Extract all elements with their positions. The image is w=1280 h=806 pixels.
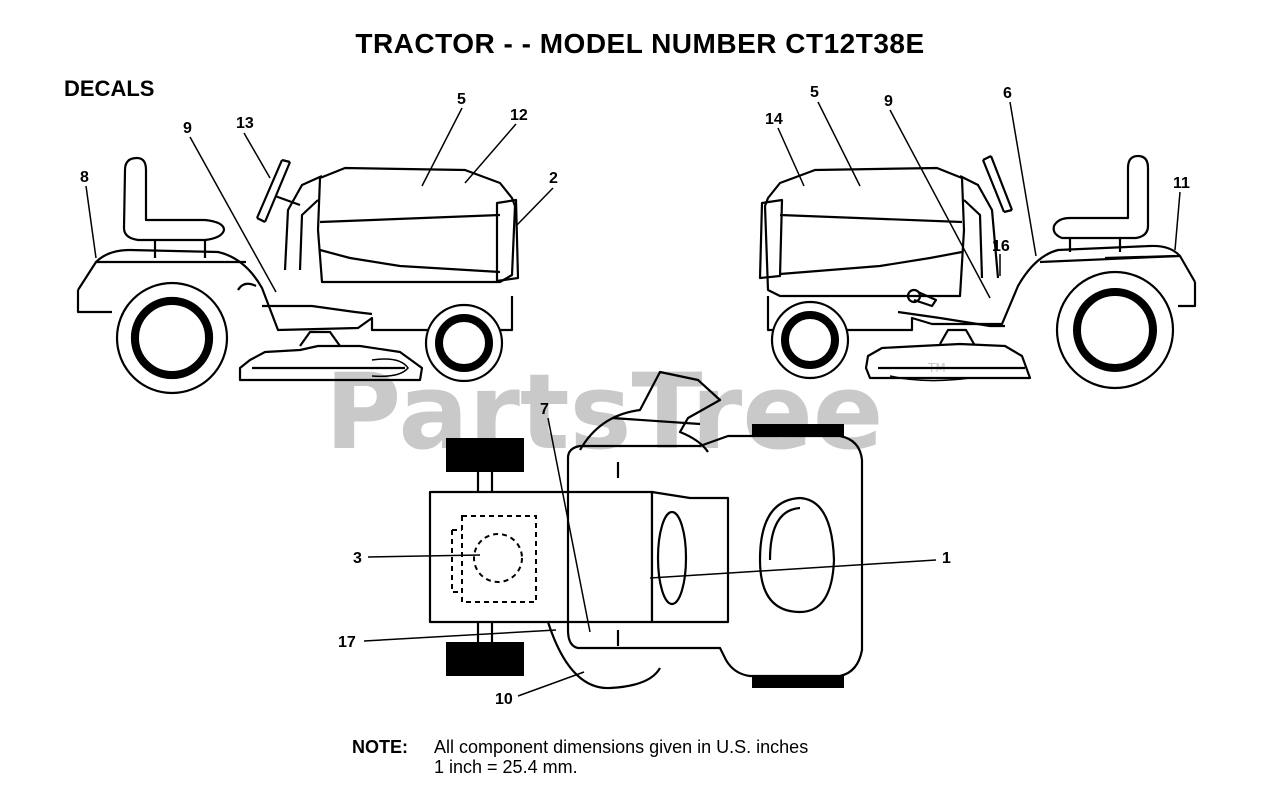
callout-11: 11 xyxy=(1173,175,1190,192)
callout-13: 13 xyxy=(236,115,254,132)
section-label: DECALS xyxy=(64,76,155,101)
left-callout-leaders xyxy=(85,107,554,293)
callout-1: 1 xyxy=(942,550,951,567)
callout-2: 2 xyxy=(549,170,558,187)
right-callout-leaders xyxy=(777,101,1181,299)
top-callout-leaders xyxy=(363,417,937,697)
callout-12: 12 xyxy=(510,107,528,124)
note-line-2: 1 inch = 25.4 mm. xyxy=(434,757,578,777)
callout-5-right: 5 xyxy=(810,84,819,101)
tractor-top-view xyxy=(428,370,864,690)
note-line-1: All component dimensions given in U.S. i… xyxy=(434,737,809,757)
callout-9-right: 9 xyxy=(884,93,893,110)
page-title: TRACTOR - - MODEL NUMBER CT12T38E xyxy=(355,28,925,59)
callout-7: 7 xyxy=(540,401,549,418)
callout-3: 3 xyxy=(353,550,362,567)
tractor-right-side-view xyxy=(758,154,1197,390)
callout-6: 6 xyxy=(1003,85,1012,102)
note-label: NOTE: xyxy=(352,737,408,757)
callout-14: 14 xyxy=(765,111,783,128)
callout-17: 17 xyxy=(338,634,356,651)
callout-5-left: 5 xyxy=(457,91,466,108)
callout-8: 8 xyxy=(80,169,89,186)
tractor-left-side-view xyxy=(76,156,520,395)
callout-9-left: 9 xyxy=(183,120,192,137)
callout-10: 10 xyxy=(495,691,513,708)
callout-16: 16 xyxy=(992,238,1010,255)
